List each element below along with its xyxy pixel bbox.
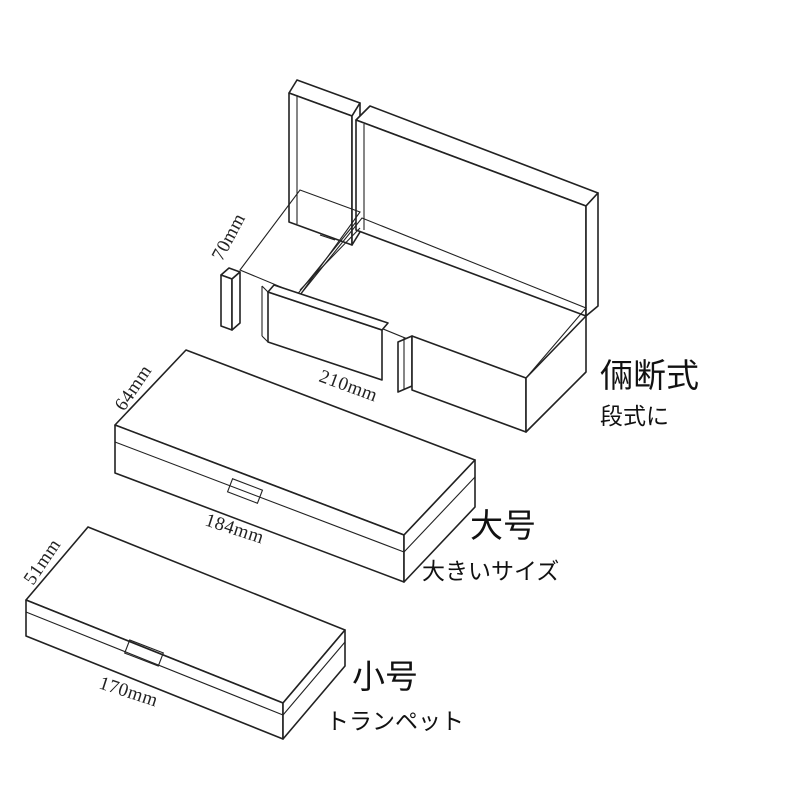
small-box-clasp <box>123 639 165 667</box>
large-box-subtitle: 大きいサイズ <box>422 559 559 585</box>
large-box-title: 大号 <box>470 506 536 545</box>
large-box-drawing <box>114 349 476 583</box>
open-box-depth-label: 70mm <box>208 210 250 265</box>
open-box-drawing <box>220 79 599 433</box>
open-box-subtitle: 段式に <box>600 404 669 430</box>
small-box-drawing <box>25 526 346 740</box>
small-box-subtitle: トランペット <box>326 709 464 735</box>
open-box-title: 倆断式 <box>600 356 699 395</box>
small-box-title: 小号 <box>352 657 418 696</box>
large-box-clasp <box>226 478 264 504</box>
